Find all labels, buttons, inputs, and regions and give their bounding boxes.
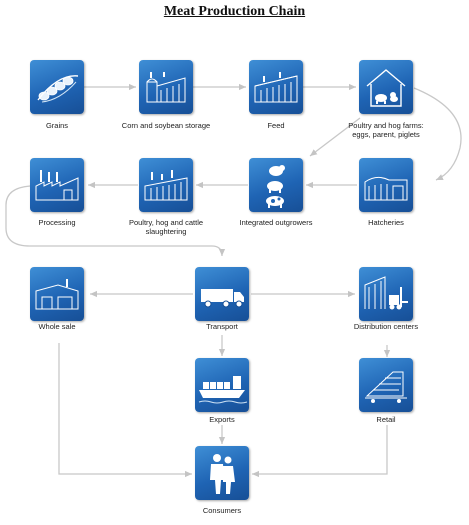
feed-mill-icon xyxy=(254,72,298,103)
node-retail xyxy=(359,358,413,412)
label-distribution: Distribution centers xyxy=(353,322,419,331)
label-transport: Transport xyxy=(206,322,238,331)
edge-retail-consumers xyxy=(251,425,388,478)
node-grains xyxy=(30,60,84,114)
node-farms xyxy=(359,60,413,114)
hatchery-barn-icon xyxy=(364,176,408,201)
label-wholesale: Whole sale xyxy=(38,322,76,331)
node-storage xyxy=(139,60,193,114)
node-distribution xyxy=(359,267,413,321)
animals-icon xyxy=(266,165,285,208)
warehouse-icon xyxy=(35,279,79,310)
node-wholesale xyxy=(30,267,84,321)
label-grains: Grains xyxy=(45,121,69,130)
node-processing xyxy=(30,158,84,212)
slaughterhouse-icon xyxy=(144,170,188,201)
soybean-pod-icon xyxy=(37,75,79,103)
label-exports: Exports xyxy=(209,415,235,424)
retail-shelf-icon xyxy=(365,371,407,403)
label-consumers: Consumers xyxy=(202,506,242,515)
farm-house-icon xyxy=(366,69,406,107)
edge-farms-outgrowers xyxy=(309,117,361,157)
node-slaughtering xyxy=(139,158,193,212)
node-feed xyxy=(249,60,303,114)
factory-icon xyxy=(35,170,79,201)
label-processing: Processing xyxy=(38,218,76,227)
diagram-title: Meat Production Chain xyxy=(163,4,306,19)
forklift-icon xyxy=(364,276,408,310)
label-slaughtering: Poultry, hog and cattle slaughtering xyxy=(128,218,204,236)
cargo-ship-icon xyxy=(198,376,248,404)
edge-wholesale-consumers xyxy=(58,343,192,478)
people-icon xyxy=(210,454,235,494)
label-outgrowers: Integrated outgrowers xyxy=(239,218,313,227)
node-outgrowers xyxy=(249,158,303,212)
label-retail: Retail xyxy=(376,415,396,424)
label-storage: Corn and soybean storage xyxy=(121,121,211,130)
node-consumers xyxy=(195,446,249,500)
truck-icon xyxy=(201,289,244,308)
label-feed: Feed xyxy=(267,121,285,130)
silo-building-icon xyxy=(146,72,186,103)
label-hatcheries: Hatcheries xyxy=(368,218,404,227)
edge-processing-transport xyxy=(5,185,226,257)
node-hatcheries xyxy=(359,158,413,212)
label-farms: Poultry and hog farms: eggs, parent, pig… xyxy=(348,121,424,139)
edge-farms-hatcheries xyxy=(413,87,462,181)
node-transport xyxy=(195,267,249,321)
node-exports xyxy=(195,358,249,412)
